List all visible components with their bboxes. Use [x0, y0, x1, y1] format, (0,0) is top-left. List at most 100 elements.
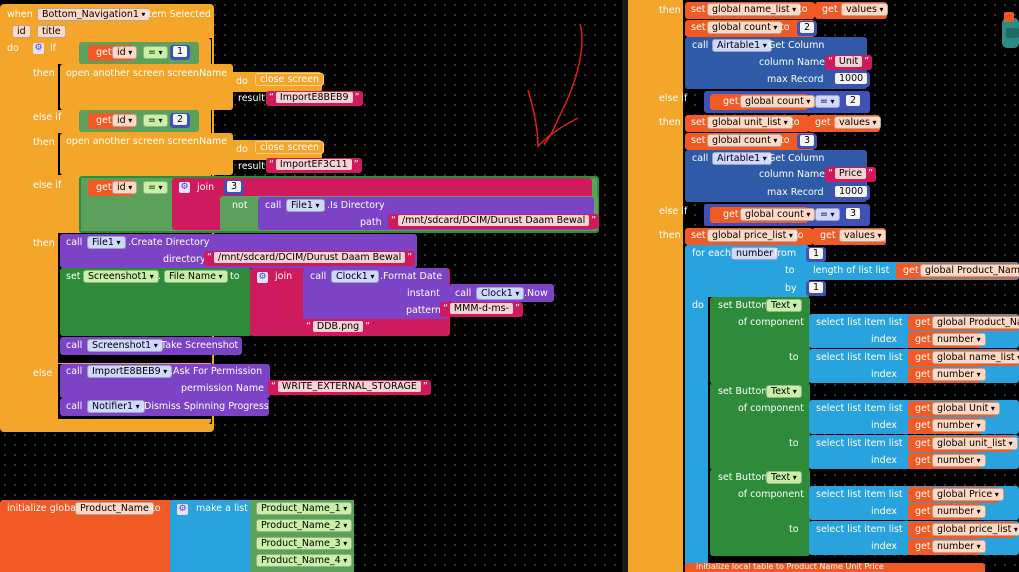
price-list-dropdown-2[interactable]: global price_list	[932, 523, 1019, 536]
open-screen-block-2[interactable]	[60, 133, 233, 175]
list-item-1[interactable]: Product_Name_1	[256, 502, 353, 515]
open-screen-block-1[interactable]	[60, 64, 233, 110]
screenshot1-dropdown-1[interactable]: Screenshot1	[83, 270, 159, 283]
string-unit[interactable]: “Unit”	[825, 55, 873, 70]
r-set-5: set	[691, 230, 706, 241]
number-dropdown-6[interactable]: number	[932, 540, 986, 553]
name-list-dropdown-2[interactable]: global name_list	[932, 351, 1019, 364]
text-dropdown-2[interactable]: Text	[766, 385, 802, 398]
airtable-dropdown-2[interactable]: Airtable1	[712, 152, 772, 165]
right-if-block[interactable]	[628, 0, 688, 572]
join2-gear-icon[interactable]: ⚙	[257, 272, 268, 283]
id-dropdown-2[interactable]: id	[112, 114, 138, 127]
clock1-dropdown-1[interactable]: Clock1	[331, 270, 380, 283]
string-path-1[interactable]: “/mnt/sdcard/DCIM/Durust Daam Bewal”	[388, 214, 600, 229]
join-gear-icon[interactable]: ⚙	[179, 182, 190, 193]
id-dropdown-3[interactable]: id	[112, 181, 138, 194]
number-dropdown-5[interactable]: number	[932, 505, 986, 518]
number-block-1[interactable]: 1	[170, 45, 191, 60]
param-title[interactable]: title	[37, 25, 66, 38]
text-dropdown-1[interactable]: Text	[766, 299, 802, 312]
eq-dropdown-r2[interactable]: =	[815, 208, 840, 221]
string-price[interactable]: “Price”	[825, 167, 877, 182]
list-item-4[interactable]: Product_Name_4	[256, 554, 353, 567]
num-1000-a[interactable]: 1000	[832, 72, 871, 87]
import-dropdown[interactable]: ImportE8BEB9	[87, 365, 173, 378]
product-nar-dropdown[interactable]: global Product_Nar	[932, 316, 1019, 329]
num-1-from[interactable]: 1	[806, 247, 827, 262]
of-component-3: of component	[738, 489, 804, 500]
select-label-5: select list item list	[816, 489, 903, 500]
unit-list-dropdown-2[interactable]: global unit_list	[932, 437, 1018, 450]
close-screen-label-1[interactable]: close screen	[255, 73, 325, 86]
close-screen-label-2[interactable]: close screen	[255, 141, 325, 154]
number-block-2[interactable]: 2	[170, 113, 191, 128]
do-label-1: do	[236, 76, 248, 87]
num-3-b[interactable]: 3	[843, 207, 864, 222]
string-path-2[interactable]: “/mnt/sdcard/DCIM/Durust Daam Bewal”	[204, 251, 416, 266]
clock1-dropdown-2[interactable]: Clock1	[476, 287, 525, 300]
values-dropdown-1[interactable]: values	[841, 3, 889, 16]
number-block-3[interactable]: 3	[224, 180, 245, 195]
number-var[interactable]: number	[731, 247, 779, 260]
do-label: do	[7, 43, 19, 54]
eq-dropdown-1[interactable]: =	[143, 46, 168, 59]
airtable-dropdown-1[interactable]: Airtable1	[712, 39, 772, 52]
unit-dropdown[interactable]: global Unit	[932, 402, 1000, 415]
notifier1-dropdown[interactable]: Notifier1	[87, 400, 145, 413]
sbt-to-1: to	[789, 352, 799, 363]
values-dropdown-2[interactable]: values	[834, 116, 882, 129]
if-label: if	[50, 43, 56, 54]
backpack-icon[interactable]	[998, 10, 1019, 50]
file1-dropdown-2[interactable]: File1	[87, 236, 126, 249]
dot-label: .	[158, 271, 162, 282]
string-import-1[interactable]: “ImportE8BEB9”	[266, 91, 363, 106]
eq-dropdown-2[interactable]: =	[143, 114, 168, 127]
string-ddb[interactable]: “DDB.png”	[303, 320, 374, 335]
string-import-2[interactable]: “ImportEF3C11”	[266, 158, 362, 173]
get-label-2: get	[96, 115, 112, 126]
number-dropdown-4[interactable]: number	[932, 454, 986, 467]
num-1000-b[interactable]: 1000	[832, 185, 871, 200]
number-dropdown-3[interactable]: number	[932, 419, 986, 432]
num-2-b[interactable]: 2	[843, 94, 864, 109]
text-dropdown-3[interactable]: Text	[766, 471, 802, 484]
string-pattern[interactable]: “MMM-d-ms-”	[440, 302, 523, 317]
num-3-a[interactable]: 3	[797, 134, 818, 149]
select-label-4: select list item list	[816, 438, 903, 449]
param-id[interactable]: id	[12, 25, 31, 38]
eq-dropdown-3[interactable]: =	[143, 181, 168, 194]
price-dropdown[interactable]: global Price	[932, 488, 1004, 501]
mutator-gear-icon[interactable]: ⚙	[33, 43, 44, 54]
num-2-a[interactable]: 2	[797, 21, 818, 36]
count-dropdown-4[interactable]: global count	[740, 208, 816, 221]
list-item-2[interactable]: Product_Name_2	[256, 519, 353, 532]
string-permission[interactable]: “WRITE_EXTERNAL_STORAGE”	[268, 380, 431, 395]
file1-dropdown-1[interactable]: File1	[286, 199, 325, 212]
eq-dropdown-r1[interactable]: =	[815, 95, 840, 108]
max-record-label-2: max Record	[767, 187, 824, 198]
list-item-3[interactable]: Product_Name_3	[256, 537, 353, 550]
num-1-by[interactable]: 1	[806, 281, 827, 296]
values-dropdown-3[interactable]: values	[839, 229, 887, 242]
init-var-name[interactable]: Product_Name	[75, 502, 154, 515]
name-list-dropdown[interactable]: global name_list	[707, 3, 802, 16]
id-dropdown-1[interactable]: id	[112, 46, 138, 59]
product-name-dropdown-1[interactable]: global Product_Name	[920, 264, 1019, 277]
r-to-4: to	[780, 135, 790, 146]
index-label-1: index	[871, 334, 897, 345]
make-list-label: make a list	[196, 503, 248, 514]
init-local-block-cut[interactable]	[685, 563, 985, 572]
r-set-2: set	[691, 22, 706, 33]
number-dropdown-1[interactable]: number	[932, 333, 986, 346]
count-dropdown-2[interactable]: global count	[740, 95, 816, 108]
number-dropdown-2[interactable]: number	[932, 368, 986, 381]
file-name-dropdown[interactable]: File Name	[164, 270, 228, 283]
event-component-dropdown[interactable]: Bottom_Navigation1	[37, 8, 151, 21]
count-dropdown-1[interactable]: global count	[707, 21, 783, 34]
count-dropdown-3[interactable]: global count	[707, 134, 783, 147]
screenshot1-dropdown-2[interactable]: Screenshot1	[87, 339, 163, 352]
unit-list-dropdown[interactable]: global unit_list	[707, 116, 793, 129]
make-list-gear-icon[interactable]: ⚙	[177, 504, 188, 515]
price-list-dropdown[interactable]: global price_list	[707, 229, 798, 242]
